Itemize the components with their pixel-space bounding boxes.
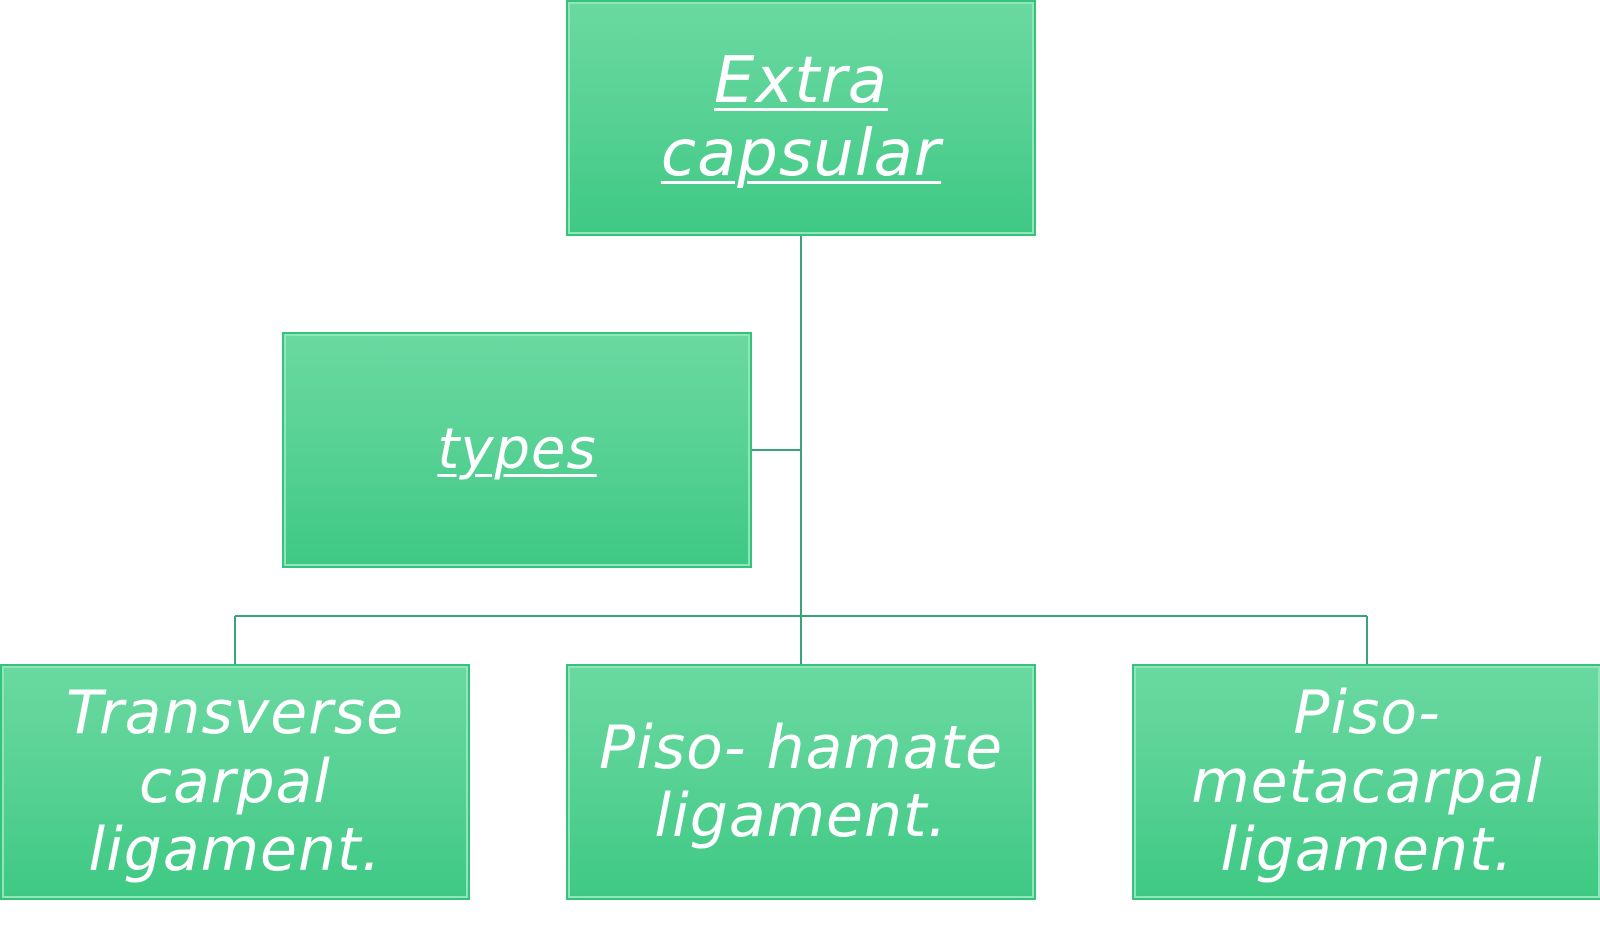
child-node-transverse-carpal-ligament: Transverse carpal ligament. <box>0 664 470 900</box>
child-node-piso-metacarpal-ligament: Piso- metacarpal ligament. <box>1132 664 1600 900</box>
child-node-label: Transverse carpal ligament. <box>66 678 404 886</box>
child-node-label: Piso- metacarpal ligament. <box>1191 678 1543 886</box>
root-node-label: Extra capsular <box>660 44 942 191</box>
child-node-piso-hamate-ligament: Piso- hamate ligament. <box>566 664 1036 900</box>
assistant-node-label: types <box>437 417 597 483</box>
child-node-label: Piso- hamate ligament. <box>599 712 1003 851</box>
assistant-node-types: types <box>282 332 752 568</box>
root-node-extra-capsular: Extra capsular <box>566 0 1036 236</box>
